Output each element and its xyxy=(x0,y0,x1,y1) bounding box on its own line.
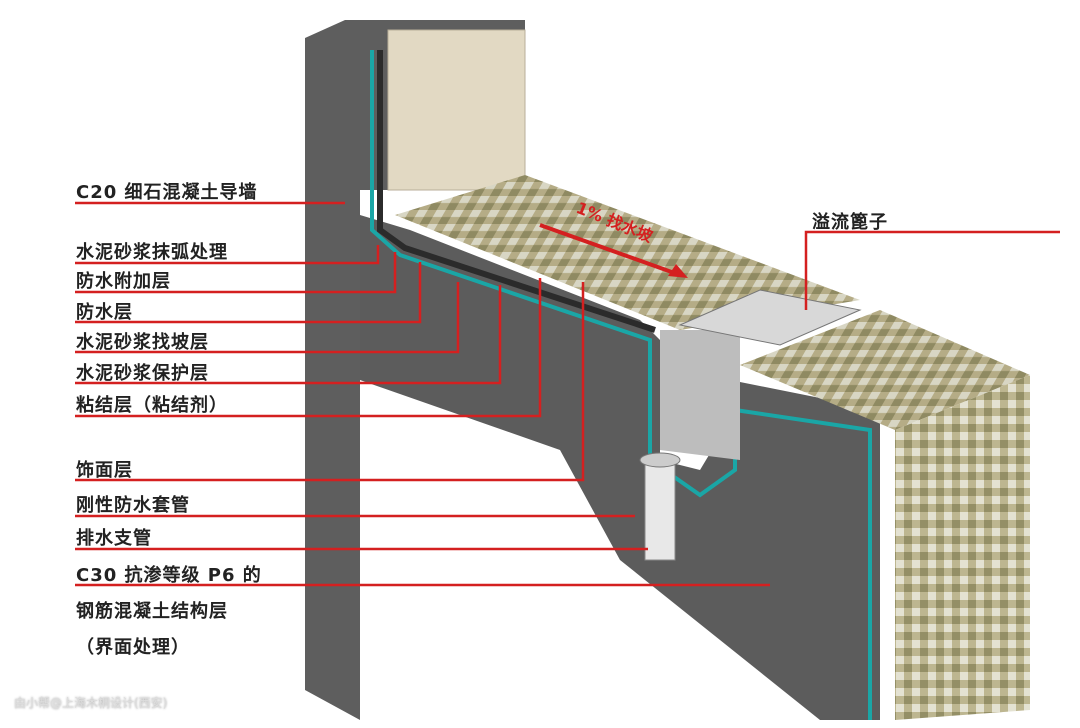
label-drain-pipe: 排水支管 xyxy=(76,528,152,549)
label-c30-line2: 钢筋混凝土结构层 xyxy=(76,601,228,622)
label-rigid-sleeve: 刚性防水套管 xyxy=(76,495,190,516)
structure-slab xyxy=(360,215,880,720)
label-c30-line3: （界面处理） xyxy=(76,637,190,658)
slope-arrow xyxy=(539,223,681,277)
drain-pipe xyxy=(644,459,676,561)
guide-wall xyxy=(305,20,525,720)
label-bond-layer: 粘结层（粘结剂） xyxy=(76,395,228,416)
tile-side xyxy=(895,375,1030,720)
label-mortar-arc: 水泥砂浆抹弧处理 xyxy=(76,242,228,263)
label-extra-waterproof: 防水附加层 xyxy=(76,271,171,292)
leader-lines xyxy=(75,201,1060,587)
label-overflow-grate: 溢流篦子 xyxy=(812,212,888,233)
watermark: 由小帮@上海木桐设计(西安) xyxy=(14,696,168,710)
gutter xyxy=(660,330,740,460)
label-c30-line1: C30 抗渗等级 P6 的 xyxy=(76,565,262,586)
label-waterproof-layer: 防水层 xyxy=(76,302,133,323)
label-finish-layer: 饰面层 xyxy=(76,460,133,481)
tile-surface xyxy=(395,175,860,330)
wall-tile xyxy=(387,29,526,191)
overflow-grate xyxy=(678,289,862,346)
label-slope-layer: 水泥砂浆找坡层 xyxy=(76,332,209,353)
label-c20-guide-wall: C20 细石混凝土导墙 xyxy=(76,182,258,203)
label-protect-layer: 水泥砂浆保护层 xyxy=(76,363,209,384)
